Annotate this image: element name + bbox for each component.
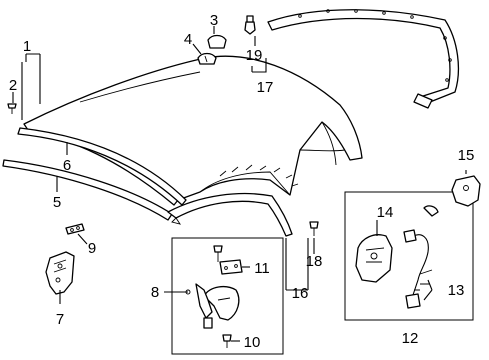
bracket-15 bbox=[451, 175, 481, 207]
callout-1: 1 bbox=[23, 38, 31, 55]
callout-15: 15 bbox=[458, 147, 475, 164]
callout-10: 10 bbox=[244, 334, 261, 351]
callout-19: 19 bbox=[246, 47, 263, 64]
callout-2: 2 bbox=[9, 77, 17, 94]
callout-14: 14 bbox=[377, 204, 394, 221]
clip-3 bbox=[207, 34, 227, 49]
screw-2 bbox=[7, 103, 17, 114]
callout-16: 16 bbox=[292, 285, 309, 302]
callout-4: 4 bbox=[184, 31, 192, 48]
plate-9 bbox=[65, 223, 85, 235]
bolt-18 bbox=[309, 221, 319, 236]
clip-4 bbox=[197, 52, 217, 65]
front-bow-5 bbox=[2, 159, 173, 221]
callout-labels: 1 2 3 4 5 6 7 8 9 10 11 12 13 14 15 16 1… bbox=[9, 12, 475, 351]
callout-8: 8 bbox=[151, 284, 159, 301]
weatherstrip bbox=[267, 9, 460, 109]
bolt-11 bbox=[213, 245, 223, 262]
bolt-10 bbox=[222, 334, 232, 348]
callout-12: 12 bbox=[402, 330, 419, 347]
clip-13a bbox=[423, 205, 439, 217]
bracket-11 bbox=[219, 259, 243, 275]
callout-5: 5 bbox=[53, 194, 61, 211]
assembly-box-8 bbox=[171, 237, 284, 355]
callout-7: 7 bbox=[56, 311, 64, 328]
callout-3: 3 bbox=[210, 12, 218, 29]
clip-19 bbox=[244, 15, 256, 35]
latch-assembly-8 bbox=[185, 283, 240, 329]
callout-6: 6 bbox=[63, 157, 71, 174]
callout-18: 18 bbox=[306, 253, 323, 270]
callout-13: 13 bbox=[448, 282, 465, 299]
assembly-box-12 bbox=[344, 191, 474, 321]
cable-13 bbox=[403, 229, 433, 309]
roof-panel bbox=[23, 55, 363, 206]
rear-frame bbox=[167, 192, 293, 237]
motor-bracket-14 bbox=[355, 234, 393, 283]
callout-11: 11 bbox=[254, 260, 270, 277]
leader-lines bbox=[12, 26, 467, 342]
callout-9: 9 bbox=[88, 240, 96, 257]
callout-17: 17 bbox=[257, 79, 274, 96]
bracket-7 bbox=[45, 251, 75, 295]
